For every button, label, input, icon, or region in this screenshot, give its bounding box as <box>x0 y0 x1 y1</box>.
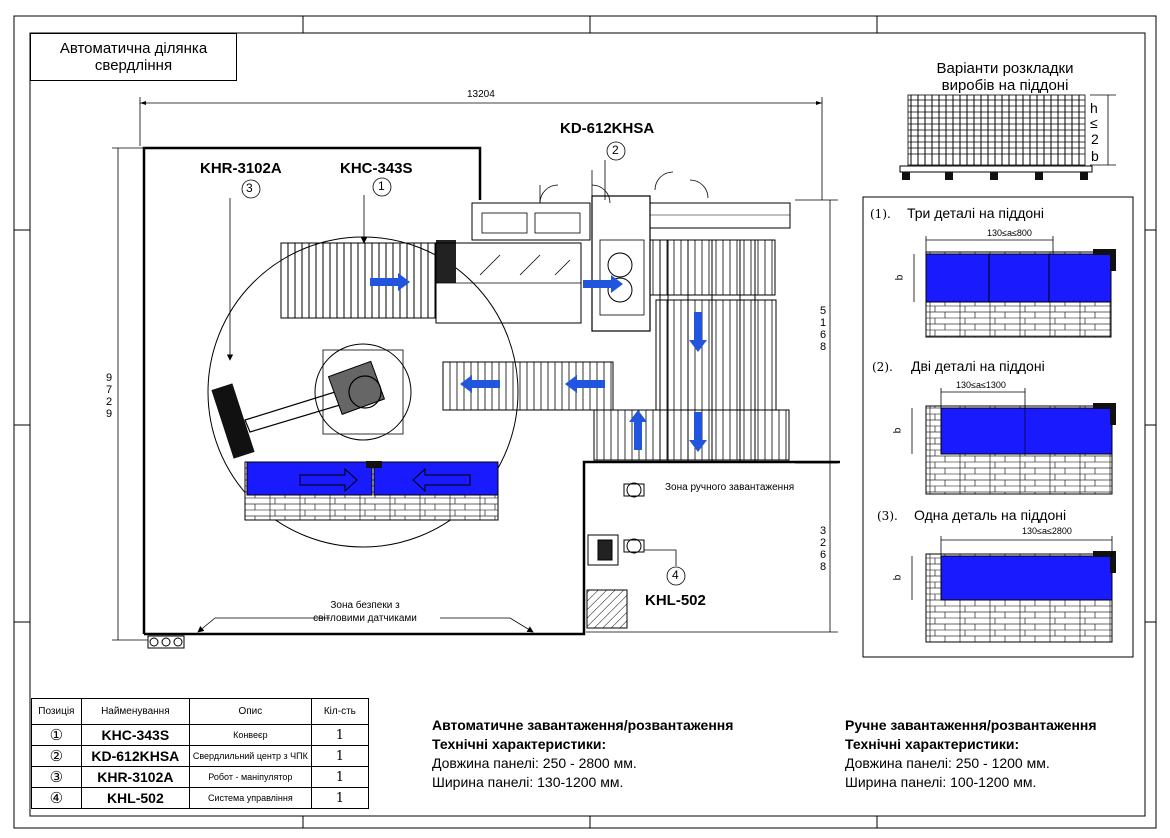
stack-b: b <box>1091 148 1099 164</box>
variant-2-label: Дві деталі на піддоні <box>911 358 1045 374</box>
header-quantity: Кіл-сть <box>310 698 370 725</box>
table-row: ④ KHL-502 Система управління 1 <box>31 787 370 809</box>
balloon-2: 2 <box>612 143 619 157</box>
row-name: KHL-502 <box>80 787 190 809</box>
manual-subtitle: Технічні характеристики: <box>845 736 1020 752</box>
row-position: ② <box>31 745 82 767</box>
balloon-4: 4 <box>672 568 679 582</box>
row-name: KHR-3102A <box>80 766 190 788</box>
label-khr-3102a: KHR-3102A <box>200 160 282 177</box>
balloon-3: 3 <box>246 181 253 195</box>
variant-3-label: Одна деталь на піддоні <box>914 507 1067 523</box>
row-position: ① <box>31 724 82 746</box>
row-description: Робот - маніпулятор <box>188 766 312 788</box>
variant-1-label: Три деталі на піддоні <box>907 205 1045 221</box>
table-row: ② KD-612KHSA Свердлильний центр з ЧПК 1 <box>31 745 370 767</box>
header-position: Позиція <box>31 698 82 725</box>
safety-zone-label: Зона безпеки з світловими датчиками <box>313 600 417 624</box>
auto-length: Довжина панелі: 250 - 2800 мм. <box>432 755 637 771</box>
row-quantity: 1 <box>310 745 370 767</box>
variants-title: Варіанти розкладки виробів на піддоні <box>936 60 1074 94</box>
right-upper-dim: 5168 <box>819 305 827 353</box>
variant-2-marker: (2). <box>872 360 893 374</box>
row-quantity: 1 <box>310 766 370 788</box>
row-quantity: 1 <box>310 787 370 809</box>
table-row: ① KHC-343S Конвеєр 1 <box>31 724 370 746</box>
auto-title: Автоматичне завантаження/розвантаження <box>432 717 734 733</box>
manual-characteristics: Ручне завантаження/розвантаження Технічн… <box>845 716 1097 792</box>
header-name: Найменування <box>80 698 190 725</box>
manual-width: Ширина панелі: 100-1200 мм. <box>845 774 1037 790</box>
row-name: KHC-343S <box>80 724 190 746</box>
header-description: Опис <box>188 698 312 725</box>
variant-3-side: b <box>892 574 904 581</box>
spec-table: Позиція Найменування Опис Кіл-сть ① KHC-… <box>31 698 370 809</box>
overall-height-dim: 9729 <box>105 372 113 420</box>
stack-2: 2 <box>1091 131 1099 147</box>
auto-characteristics: Автоматичне завантаження/розвантаження Т… <box>432 716 733 792</box>
row-description: Свердлильний центр з ЧПК <box>188 745 312 767</box>
row-position: ③ <box>31 766 82 788</box>
manual-zone-label: Зона ручного завантаження <box>665 482 795 493</box>
variant-3-dim: 130≤a≤2800 <box>1022 526 1072 536</box>
right-lower-dim: 3268 <box>819 525 827 573</box>
label-khl-502: KHL-502 <box>645 592 706 609</box>
stack-le: ≤ <box>1090 115 1098 131</box>
variant-2-dim: 130≤a≤1300 <box>956 380 1006 390</box>
variant-2-side: b <box>892 427 904 434</box>
row-quantity: 1 <box>310 724 370 746</box>
auto-subtitle: Технічні характеристики: <box>432 736 607 752</box>
balloon-1: 1 <box>378 179 385 193</box>
variant-1-marker: (1). <box>870 207 891 221</box>
manual-length: Довжина панелі: 250 - 1200 мм. <box>845 755 1050 771</box>
row-position: ④ <box>31 787 82 809</box>
label-khc-343s: KHC-343S <box>340 160 413 177</box>
variant-3-marker: (3). <box>877 509 898 523</box>
table-row: ③ KHR-3102A Робот - маніпулятор 1 <box>31 766 370 788</box>
row-description: Конвеєр <box>188 724 312 746</box>
variant-1-dim: 130≤a≤800 <box>987 228 1032 238</box>
drawing-title: Автоматична ділянка свердління <box>30 33 237 81</box>
stack-h: h <box>1090 100 1098 116</box>
label-kd-612khsa: KD-612KHSA <box>560 120 655 137</box>
row-name: KD-612KHSA <box>80 745 190 767</box>
overall-width-dim: 13204 <box>467 89 495 100</box>
spec-header-row: Позиція Найменування Опис Кіл-сть <box>31 698 370 725</box>
row-description: Система управління <box>188 787 312 809</box>
variant-1-side: b <box>894 274 906 281</box>
manual-title: Ручне завантаження/розвантаження <box>845 717 1097 733</box>
auto-width: Ширина панелі: 130-1200 мм. <box>432 774 624 790</box>
